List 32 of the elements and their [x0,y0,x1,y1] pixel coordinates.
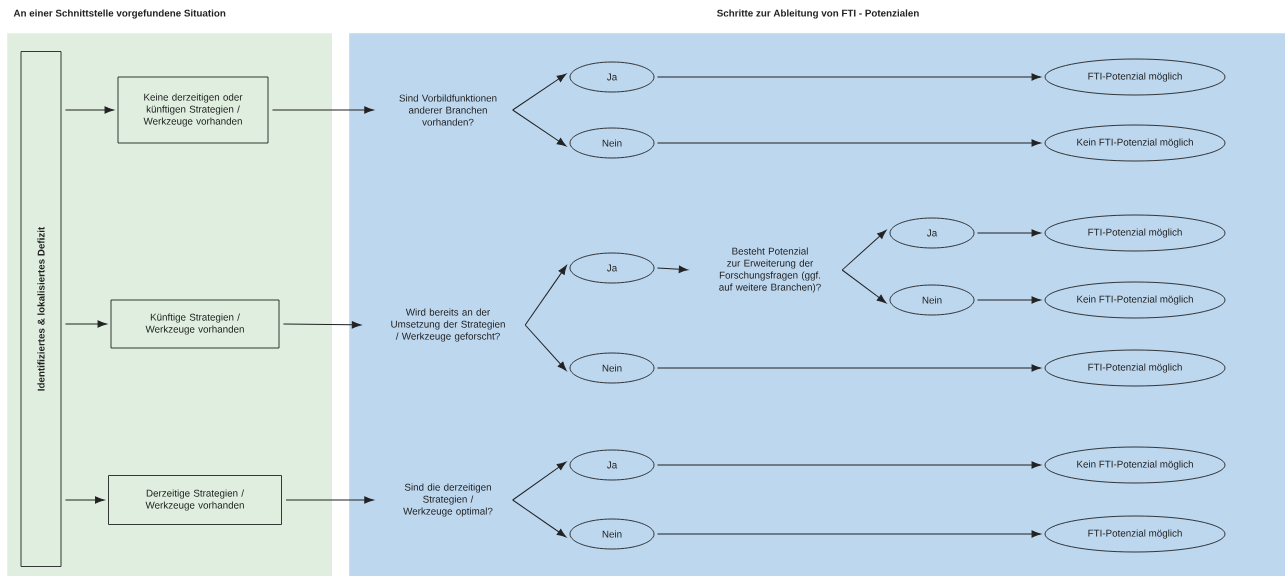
arrow [282,321,362,329]
arrow [656,265,689,273]
arrow [976,229,1041,237]
process-box: Derzeitige Strategien / Werkzeuge vorhanden [108,475,282,525]
arrow [512,109,567,147]
question-text: Besteht Potenzial zur Erweiterung der Forschungsfragen (ggf. auf weitere Branchen)? [719,247,821,293]
question-text: Sind die derzeitigen Strategien / Werkzeuge optimal? [403,483,493,517]
arrow [64,320,107,328]
arrow [512,499,567,538]
arrow [656,73,1041,81]
arrow [656,139,1041,147]
arrow [841,269,887,304]
question-text: Sind Vorbildfunktionen anderer Branchen vorhanden? [399,94,497,126]
arrow [64,106,114,114]
arrow [976,296,1041,304]
arrow [524,265,567,326]
question-text: Wird bereits an der Umsetzung der Strategien / Werkzeuge geforscht? [391,308,505,342]
vertical-box: Identifiziertes & lokalisiertes Defizit [20,51,62,567]
process-box: Künftige Strategien / Werkzeuge vorhanden [110,299,280,349]
panel-heading: An einer Schnittstelle vorgefundene Situation [13,9,226,19]
arrow [524,324,567,371]
process-box: Keine derzeitigen oder künftigen Strategien / Werkzeuge vorhanden [117,76,269,144]
arrow [512,73,567,111]
arrow [656,461,1041,469]
arrow [271,106,374,114]
arrow [841,229,887,271]
arrow [285,496,374,504]
panel-heading: Schritte zur Ableitung von FTI - Potenzialen [717,9,919,19]
arrow [656,364,1041,372]
arrow [512,461,567,501]
arrow [64,496,105,504]
arrow [656,530,1041,538]
